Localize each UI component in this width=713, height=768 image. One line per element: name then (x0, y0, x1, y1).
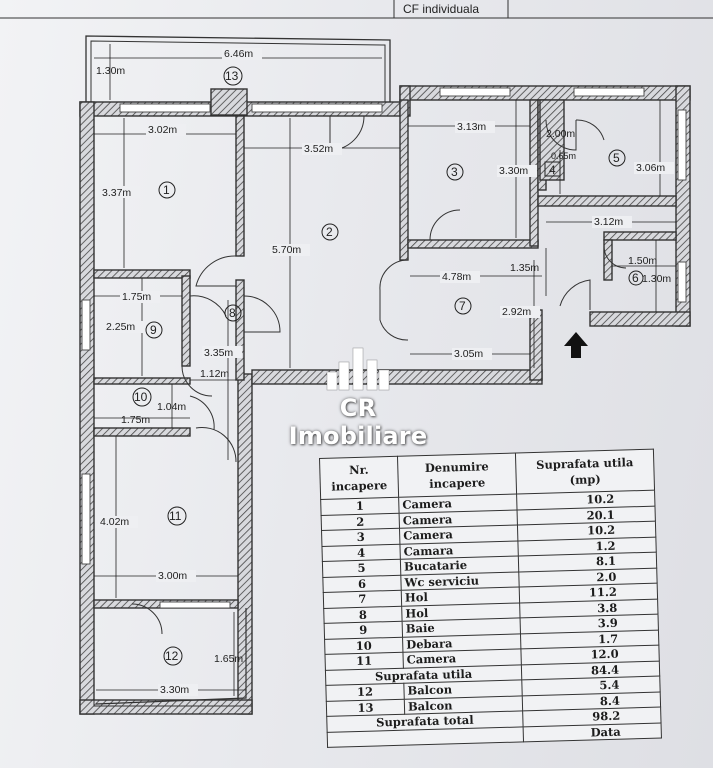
room-number: 10 (134, 390, 148, 404)
dim-label: 3.13m (457, 121, 486, 133)
room-number: 7 (459, 299, 466, 313)
room-number: 2 (326, 225, 333, 239)
dim-label: 1.35m (510, 262, 539, 274)
header-nr: Nr. incapere (319, 456, 399, 500)
header-cell-text: CF individuala (403, 2, 480, 16)
dimension-labels: 6.46m 1.30m 3.02m 3.37m 3.52m 5.70m 3.13… (96, 48, 674, 696)
dim-label: 1.30m (96, 65, 125, 77)
room-number: 9 (150, 323, 157, 337)
dim-label: 1.65m (214, 653, 243, 665)
dim-label: 3.52m (304, 143, 333, 155)
dim-label: 1.75m (122, 291, 151, 303)
balcony-12-outline (93, 600, 252, 707)
room-number: 6 (632, 271, 639, 285)
dim-label: 1.04m (157, 401, 186, 413)
header-denumire: Denumire incapere (397, 453, 517, 498)
room-number: 4 (549, 163, 556, 177)
room-number: 3 (451, 165, 458, 179)
dim-label: 0.65m (551, 151, 576, 161)
dim-label: 3.02m (148, 124, 177, 136)
dim-label: 3.30m (499, 165, 528, 177)
dim-label: 2.25m (106, 321, 135, 333)
dim-label: 1.12m (200, 368, 229, 380)
building-logo-icon (326, 347, 390, 391)
footer-value: Data (523, 722, 662, 742)
dim-label: 5.70m (272, 244, 301, 256)
dim-label: 3.30m (160, 684, 189, 696)
watermark: CR Imobiliare (268, 346, 448, 450)
dim-label: 3.00m (158, 570, 187, 582)
room-number: 11 (169, 509, 182, 523)
dim-label: 1.30m (642, 273, 671, 285)
dim-label: 3.06m (636, 162, 665, 174)
room-number: 12 (165, 649, 179, 663)
watermark-text: CR Imobiliare (288, 394, 428, 450)
dim-label: 1.75m (121, 414, 150, 426)
dim-label: 3.35m (204, 347, 233, 359)
dim-label: 2.00m (546, 128, 575, 140)
room-number: 1 (163, 183, 170, 197)
dim-label: 3.05m (454, 348, 483, 360)
doors (131, 115, 627, 635)
dim-label: 1.50m (628, 255, 657, 267)
dim-label: 4.02m (100, 516, 129, 528)
header-suprafata: Suprafata utila (mp) (515, 449, 655, 494)
room-numbers: 1 2 3 4 5 6 7 8 9 10 11 12 13 (132, 66, 644, 666)
header-lines (0, 0, 713, 19)
dim-label: 4.78m (442, 271, 471, 283)
dim-label: 3.12m (594, 216, 623, 228)
windows (81, 87, 687, 609)
dim-label: 3.37m (102, 187, 131, 199)
dim-label: 2.92m (502, 306, 531, 318)
room-area-table: Nr. incapere Denumire incapere Suprafata… (319, 448, 662, 748)
header-table-strip: CF individuala (0, 0, 713, 20)
room-number: 5 (613, 151, 620, 165)
room-number: 13 (225, 69, 239, 83)
dim-label: 6.46m (224, 48, 253, 60)
balcony-13-outline (85, 35, 391, 112)
entrance-arrow-icon (564, 332, 588, 358)
room-number: 8 (229, 306, 236, 320)
